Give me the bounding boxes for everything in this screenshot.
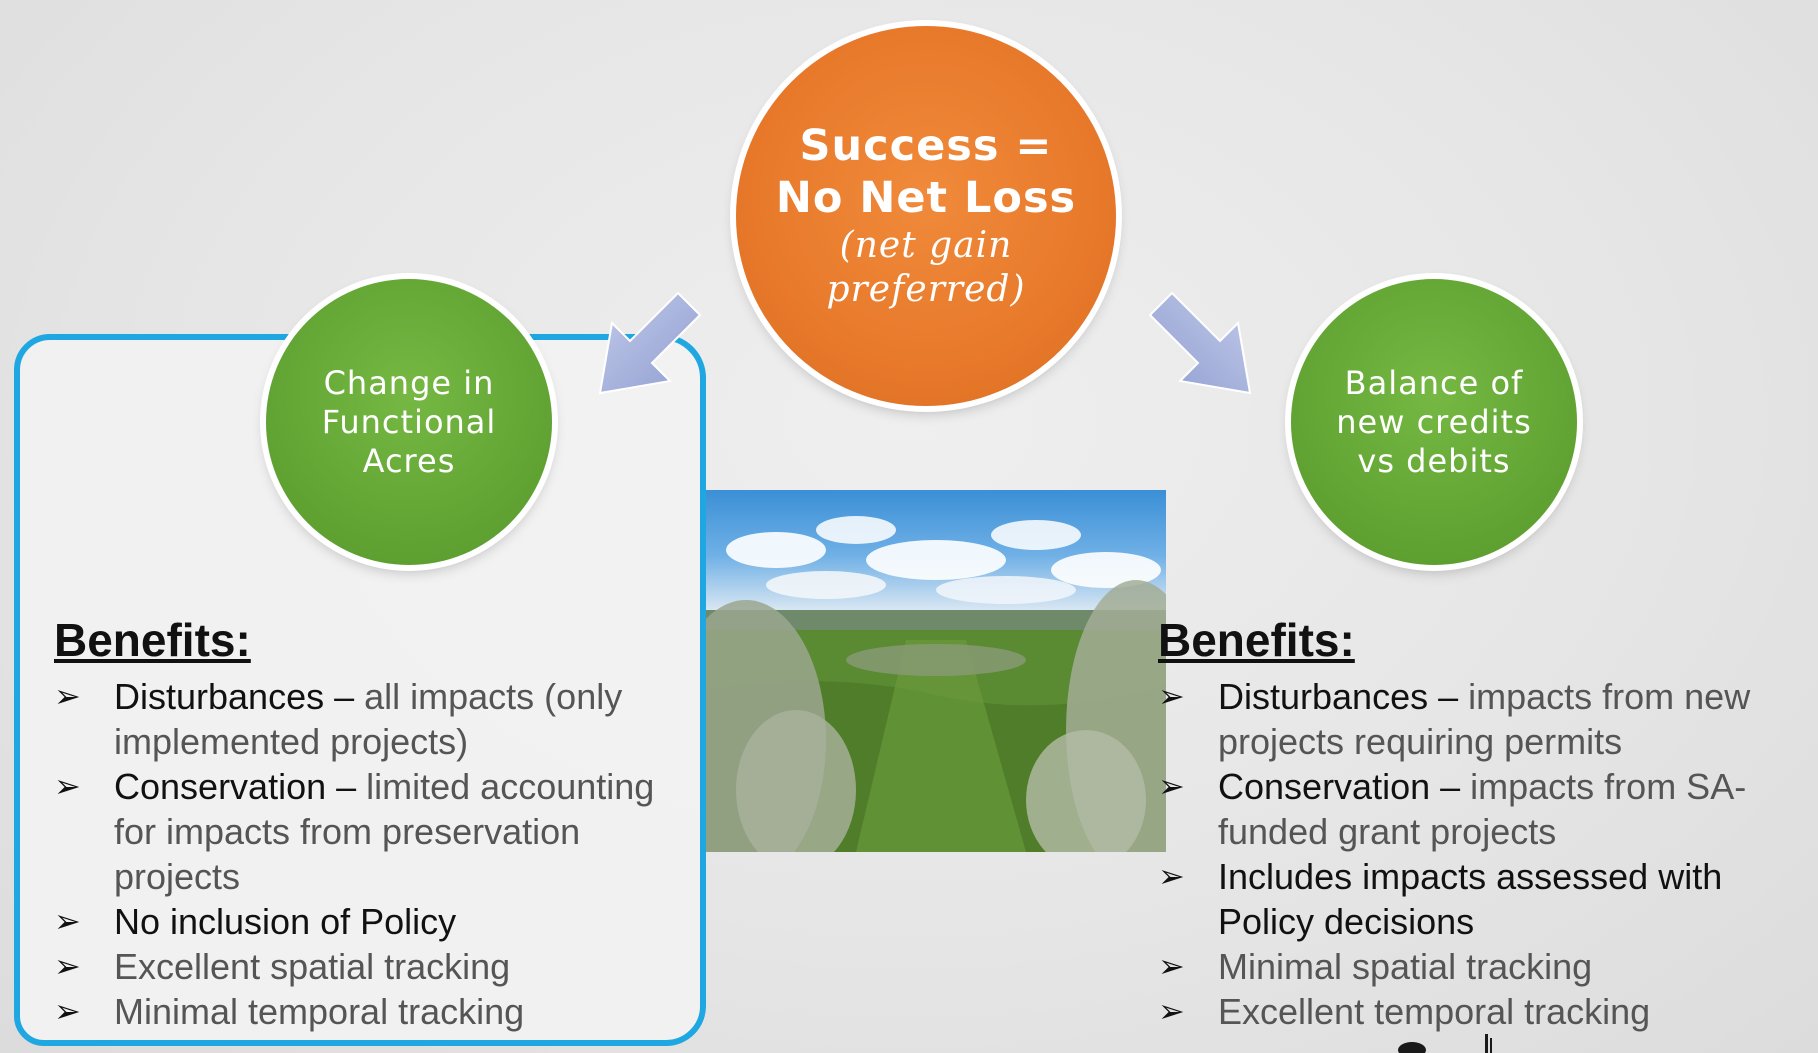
list-item: ➢ Disturbances – impacts from new project… bbox=[1158, 674, 1810, 764]
item-text: impacts from new projects requiring perm… bbox=[1218, 676, 1751, 762]
item-text: all impacts (only implemented projects) bbox=[114, 676, 623, 762]
arrow-bullet-icon: ➢ bbox=[1158, 993, 1185, 1029]
left-circle-line-3: Acres bbox=[362, 441, 456, 480]
success-line-3: (net gain bbox=[839, 225, 1013, 266]
list-item: ➢ Minimal temporal tracking bbox=[54, 989, 694, 1034]
item-lead: Conservation – bbox=[114, 766, 357, 807]
item-text: Excellent temporal tracking bbox=[1218, 991, 1651, 1032]
benefits-list-right: ➢ Disturbances – impacts from new project… bbox=[1158, 674, 1810, 1034]
item-lead: Disturbances – bbox=[1218, 676, 1459, 717]
arrow-bullet-icon: ➢ bbox=[54, 948, 81, 984]
arrow-bullet-icon: ➢ bbox=[1158, 768, 1185, 804]
list-item: ➢ No inclusion of Policy bbox=[54, 899, 694, 944]
list-item: ➢ Excellent temporal tracking bbox=[1158, 989, 1810, 1034]
sagebrush-landscape-photo bbox=[706, 490, 1166, 852]
item-text: Minimal temporal tracking bbox=[114, 991, 525, 1032]
benefits-heading-left: Benefits: bbox=[54, 614, 251, 666]
right-circle-line-3: vs debits bbox=[1357, 441, 1511, 480]
item-lead: Disturbances – bbox=[114, 676, 355, 717]
item-text: Minimal spatial tracking bbox=[1218, 946, 1593, 987]
right-circle-line-1: Balance of bbox=[1344, 363, 1524, 402]
item-lead: Includes impacts assessed with Policy de… bbox=[1218, 856, 1723, 942]
arrow-bullet-icon: ➢ bbox=[1158, 678, 1185, 714]
benefits-panel-right: Benefits: ➢ Disturbances – impacts from n… bbox=[1158, 612, 1810, 1034]
arrow-down-left-icon bbox=[598, 291, 702, 395]
arrow-bullet-icon: ➢ bbox=[54, 768, 81, 804]
success-line-2: No Net Loss bbox=[775, 173, 1077, 223]
arrow-down-right-icon bbox=[1148, 291, 1252, 395]
left-circle-line-1: Change in bbox=[323, 363, 495, 402]
logo-partial-icon bbox=[1398, 1034, 1492, 1053]
item-lead: No inclusion of Policy bbox=[114, 901, 457, 942]
credits-debits-circle: Balance of new credits vs debits bbox=[1291, 279, 1577, 565]
benefits-panel-left: Benefits: ➢ Disturbances – all impacts (o… bbox=[54, 612, 694, 1034]
list-item: ➢ Conservation – impacts from SA-funded g… bbox=[1158, 764, 1810, 854]
list-item: ➢ Includes impacts assessed with Policy d… bbox=[1158, 854, 1810, 944]
success-line-4: preferred) bbox=[826, 269, 1026, 310]
item-lead: Conservation – bbox=[1218, 766, 1461, 807]
arrow-bullet-icon: ➢ bbox=[1158, 948, 1185, 984]
list-item: ➢ Excellent spatial tracking bbox=[54, 944, 694, 989]
item-text: Excellent spatial tracking bbox=[114, 946, 511, 987]
benefits-heading-right: Benefits: bbox=[1158, 614, 1355, 666]
arrow-bullet-icon: ➢ bbox=[54, 993, 81, 1029]
arrow-bullet-icon: ➢ bbox=[54, 903, 81, 939]
benefits-list-left: ➢ Disturbances – all impacts (only implem… bbox=[54, 674, 694, 1034]
list-item: ➢ Disturbances – all impacts (only implem… bbox=[54, 674, 694, 764]
left-circle-line-2: Functional bbox=[321, 402, 497, 441]
arrow-bullet-icon: ➢ bbox=[54, 678, 81, 714]
functional-acres-circle: Change in Functional Acres bbox=[266, 279, 552, 565]
item-text: impacts from SA-funded grant projects bbox=[1218, 766, 1747, 852]
success-circle: Success = No Net Loss (net gain preferre… bbox=[736, 26, 1116, 406]
list-item: ➢ Minimal spatial tracking bbox=[1158, 944, 1810, 989]
right-circle-line-2: new credits bbox=[1336, 402, 1532, 441]
arrow-bullet-icon: ➢ bbox=[1158, 858, 1185, 894]
success-line-1: Success = bbox=[799, 121, 1053, 171]
list-item: ➢ Conservation – limited accounting for i… bbox=[54, 764, 694, 899]
item-text: limited accounting for impacts from pres… bbox=[114, 766, 655, 897]
